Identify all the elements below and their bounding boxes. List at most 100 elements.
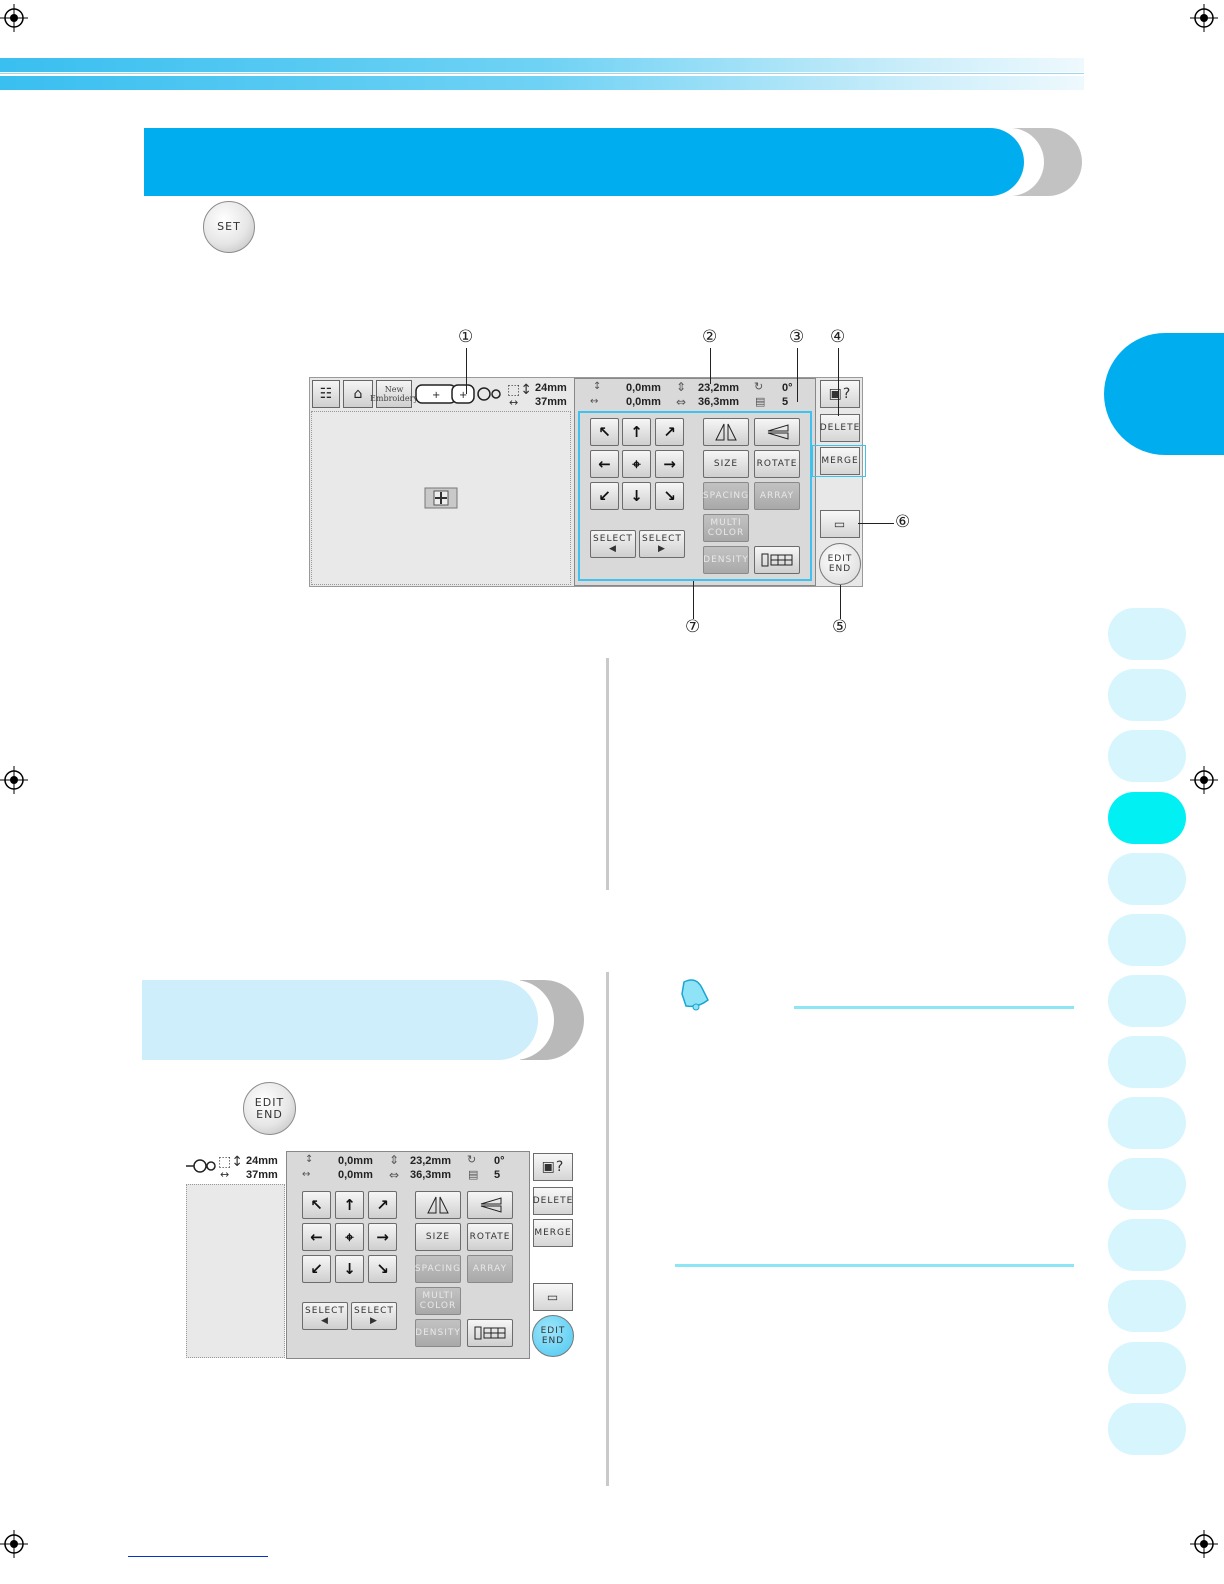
chapter-tab[interactable] — [1108, 1280, 1186, 1332]
merge-button-2[interactable]: MERGE — [533, 1219, 573, 1247]
edit-keys-highlight — [578, 411, 812, 581]
merge-button[interactable]: MERGE — [820, 447, 860, 475]
chapter-tab[interactable] — [1108, 853, 1186, 905]
multi-color-button[interactable]: MULTI COLOR — [703, 514, 749, 542]
move-down-right-button[interactable]: ↘ — [655, 482, 684, 510]
preview-button-2[interactable]: ▭ — [533, 1283, 573, 1311]
center-button[interactable]: ⌖ — [622, 450, 651, 478]
spacing-button-2[interactable]: SPACING — [415, 1255, 461, 1283]
edit-end-button[interactable]: EDIT END — [243, 1082, 296, 1135]
edit-end-line2: END — [256, 1107, 283, 1121]
chapter-tab[interactable] — [1108, 1342, 1186, 1394]
move-up-left-button-2[interactable]: ↖ — [302, 1191, 331, 1219]
rotate-button-2[interactable]: ROTATE — [467, 1223, 513, 1251]
flip-button-2[interactable] — [467, 1191, 513, 1219]
multi-color-line2-2: COLOR — [419, 1301, 457, 1311]
chapter-tab[interactable] — [1108, 608, 1186, 660]
mirror-button[interactable] — [703, 418, 749, 446]
move-down-button-2[interactable]: ↓ — [335, 1255, 364, 1283]
thread-palette-button-2[interactable] — [467, 1319, 513, 1347]
preview-icon: ▭ — [833, 517, 847, 531]
chapter-tab-active[interactable] — [1108, 792, 1186, 844]
edit-end-screen-button-2[interactable]: EDIT END — [532, 1315, 574, 1357]
chapter-tab-main[interactable] — [1104, 333, 1224, 455]
select-next-label-2: SELECT — [354, 1306, 394, 1316]
mirror-icon — [715, 423, 737, 441]
flip-button[interactable] — [754, 418, 800, 446]
rotate-button[interactable]: ROTATE — [754, 450, 800, 478]
array-button-2[interactable]: ARRAY — [467, 1255, 513, 1283]
move-up-right-button-2[interactable]: ↗ — [368, 1191, 397, 1219]
density-button[interactable]: DENSITY — [703, 546, 749, 574]
callout-6: ⑥ — [895, 512, 911, 532]
delete-merge-highlight — [812, 445, 866, 477]
color-count: 5 — [782, 396, 789, 408]
move-down-right-button-2[interactable]: ↘ — [368, 1255, 397, 1283]
vertical-position-icon: ↕ — [593, 381, 602, 392]
edit-end-screen-line2-2: END — [541, 1336, 565, 1346]
new-embroidery-button[interactable]: New Embroidery — [370, 380, 418, 408]
callout-7-leader — [693, 581, 694, 619]
callout-4: ④ — [830, 327, 846, 347]
move-up-right-button[interactable]: ↗ — [655, 418, 684, 446]
move-down-button[interactable]: ↓ — [622, 482, 651, 510]
design-width: 36,3mm — [698, 396, 739, 408]
move-left-button-2[interactable]: ← — [302, 1223, 331, 1251]
move-right-button[interactable]: → — [655, 450, 684, 478]
memo-bottom-rule — [675, 1264, 1074, 1267]
thread-palette-button[interactable] — [754, 546, 800, 574]
move-up-left-button[interactable]: ↖ — [590, 418, 619, 446]
chapter-tab[interactable] — [1108, 1158, 1186, 1210]
set-button[interactable]: SET — [203, 201, 255, 253]
chapter-tab[interactable] — [1108, 914, 1186, 966]
sewing-machine-icon[interactable]: ⌂ — [343, 380, 373, 408]
height-icon: ⇕ — [676, 380, 687, 394]
embroidery-frame-icon: + + — [415, 384, 501, 404]
chapter-tab[interactable] — [1108, 1403, 1186, 1455]
move-up-button[interactable]: ↑ — [622, 418, 651, 446]
size-button-2[interactable]: SIZE — [415, 1223, 461, 1251]
list-icon[interactable]: ☷ — [312, 380, 340, 408]
move-down-left-button-2[interactable]: ↙ — [302, 1255, 331, 1283]
chapter-tab[interactable] — [1108, 730, 1186, 782]
help-button[interactable]: ▣? — [820, 380, 860, 408]
mirror-button-2[interactable] — [415, 1191, 461, 1219]
chapter-tab[interactable] — [1108, 1036, 1186, 1088]
chapter-tab[interactable] — [1108, 669, 1186, 721]
array-button[interactable]: ARRAY — [754, 482, 800, 510]
delete-button-2[interactable]: DELETE — [533, 1187, 573, 1215]
size-width: 37mm — [535, 396, 567, 408]
select-previous-button-2[interactable]: SELECT ◀ — [302, 1302, 348, 1330]
memo-top-rule — [794, 1006, 1074, 1009]
move-right-button-2[interactable]: → — [368, 1223, 397, 1251]
chapter-tab[interactable] — [1108, 1219, 1186, 1271]
column-divider-bottom — [606, 972, 609, 1486]
size-icon-2: ⬚↕ — [218, 1154, 243, 1170]
move-left-button[interactable]: ← — [590, 450, 619, 478]
move-down-left-button[interactable]: ↙ — [590, 482, 619, 510]
column-divider-top — [606, 658, 609, 890]
delete-button[interactable]: DELETE — [820, 414, 860, 442]
edit-end-screen-button[interactable]: EDIT END — [819, 543, 861, 585]
center-button-2[interactable]: ⌖ — [335, 1223, 364, 1251]
design-height-2: 23,2mm — [410, 1155, 451, 1167]
preview-button[interactable]: ▭ — [820, 510, 860, 538]
callout-5: ⑤ — [832, 617, 848, 637]
height-icon-2: ⇕ — [389, 1153, 400, 1167]
select-next-button[interactable]: SELECT ▶ — [639, 530, 685, 558]
help-button-2[interactable]: ▣? — [533, 1153, 573, 1181]
select-next-button-2[interactable]: SELECT ▶ — [351, 1302, 397, 1330]
chapter-tab[interactable] — [1108, 975, 1186, 1027]
multi-color-button-2[interactable]: MULTI COLOR — [415, 1287, 461, 1315]
chapter-tab[interactable] — [1108, 1097, 1186, 1149]
callout-7: ⑦ — [685, 617, 701, 637]
size-button[interactable]: SIZE — [703, 450, 749, 478]
move-up-button-2[interactable]: ↑ — [335, 1191, 364, 1219]
multi-color-line1: MULTI — [710, 518, 742, 528]
select-previous-button[interactable]: SELECT ◀ — [590, 530, 636, 558]
spacing-button[interactable]: SPACING — [703, 482, 749, 510]
design-height: 23,2mm — [698, 382, 739, 394]
callout-6-leader — [858, 523, 894, 524]
density-button-2[interactable]: DENSITY — [415, 1319, 461, 1347]
footer-rule — [128, 1556, 268, 1557]
